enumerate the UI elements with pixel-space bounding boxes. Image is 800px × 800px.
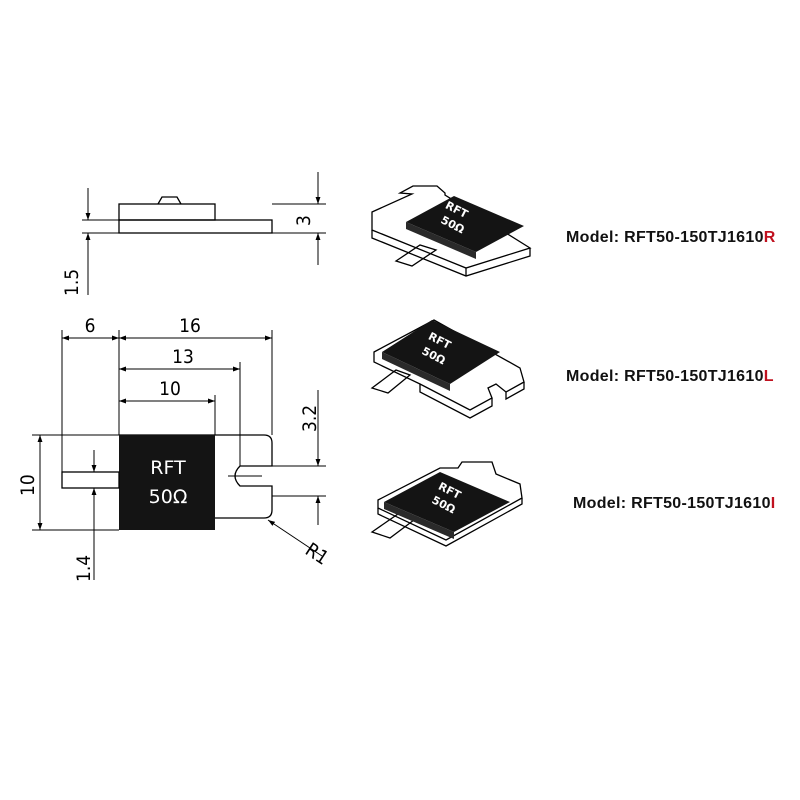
top-view: RFT 50Ω 6 16 13 10 10 1.4 [17, 315, 332, 582]
model-i-suffix: I [771, 495, 776, 512]
model-r-suffix: R [764, 229, 776, 246]
side-cap [157, 196, 182, 205]
model-l-label: Model: RFT50-150TJ1610L [566, 368, 774, 385]
model-r-illustration: RFT 50Ω [371, 185, 532, 277]
model-r-label: Model: RFT50-150TJ1610R [566, 229, 776, 246]
lead-tab [61, 471, 120, 489]
dim-6-label: 6 [85, 315, 96, 337]
dim-1-5-label: 1.5 [61, 269, 83, 296]
dim-10-width-label: 10 [159, 378, 181, 400]
dim-r1-label: R1 [301, 539, 332, 570]
side-view: 1.5 3 [61, 172, 326, 296]
model-l-illustration: RFT 50Ω [370, 319, 525, 419]
dim-3-2-label: 3.2 [299, 405, 321, 432]
side-body [118, 203, 216, 221]
chip-label-line1: RFT [150, 457, 186, 479]
dim-3-label: 3 [293, 215, 315, 226]
chip-body [119, 435, 215, 530]
dim-16-label: 16 [179, 315, 201, 337]
model-i-label: Model: RFT50-150TJ1610I [573, 495, 776, 512]
dim-10-height-label: 10 [17, 474, 39, 496]
dim-1-4-label: 1.4 [73, 555, 95, 582]
side-flange [118, 219, 273, 234]
chip-label-line2: 50Ω [149, 486, 188, 508]
model-i-illustration: RFT 50Ω [370, 461, 523, 547]
model-l-suffix: L [764, 368, 774, 385]
dim-13-label: 13 [172, 346, 194, 368]
